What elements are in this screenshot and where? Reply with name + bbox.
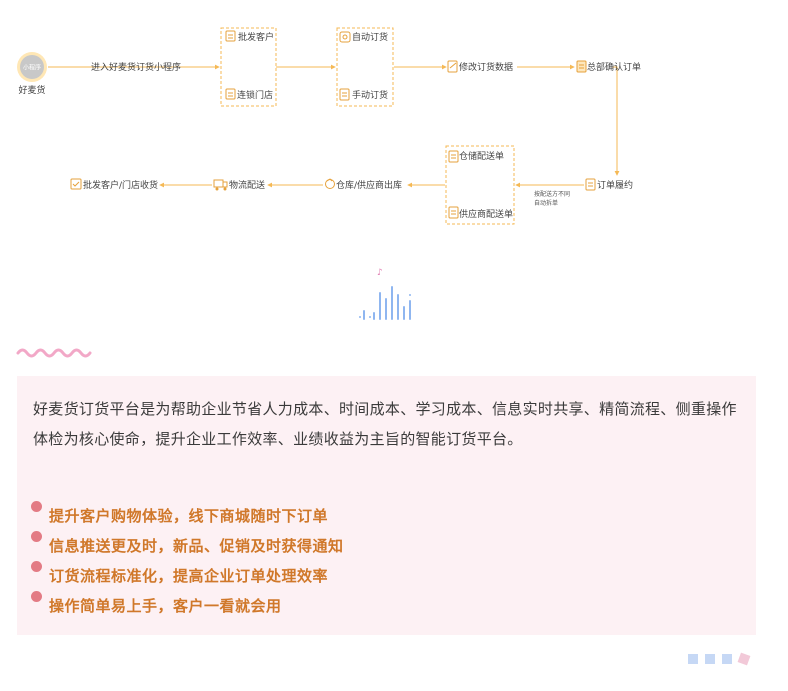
bullet-dot-icon <box>31 561 42 572</box>
feature-text: 信息推送更及时，新品、促销及时获得通知 <box>49 537 344 555</box>
wholesale-customer-icon <box>225 30 236 42</box>
split-note-line1: 按配送方不同 <box>534 190 570 198</box>
row1-connectors <box>48 64 620 188</box>
auto-order-icon <box>339 31 351 43</box>
decorative-bars: ♪ <box>357 268 421 324</box>
warehouse-out-node: 仓库/供应商出库 <box>325 178 402 191</box>
warehouse-sheet-label: 仓储配送单 <box>459 150 504 162</box>
truck-icon <box>213 179 228 191</box>
bar <box>397 294 399 320</box>
bar <box>379 292 381 320</box>
feature-text: 订货流程标准化，提高企业订单处理效率 <box>49 567 329 585</box>
logistics-label: 物流配送 <box>229 179 265 191</box>
supplier-sheet-icon <box>448 206 459 219</box>
bar <box>385 298 387 320</box>
chain-store-label: 连锁门店 <box>237 89 273 101</box>
bullet-dot-icon <box>31 531 42 542</box>
start-node: 小程序 好麦货 <box>17 52 47 96</box>
music-note-icon: ♪ <box>377 268 383 278</box>
manual-order-label: 手动订货 <box>352 89 388 101</box>
feature-text: 提升客户购物体验，线下商城随时下订单 <box>49 507 329 525</box>
bar <box>363 310 365 320</box>
order-icon <box>585 178 596 191</box>
intro-panel: 好麦货订货平台是为帮助企业节省人力成本、时间成本、学习成本、信息实时共享、精简流… <box>17 376 756 635</box>
bar <box>409 300 411 320</box>
fulfill-node: 订单履约 <box>585 178 633 191</box>
bar-dot <box>359 316 361 318</box>
document-icon <box>576 60 587 73</box>
edge-label-enter: 进入好麦货订货小程序 <box>91 61 181 73</box>
decor-square <box>705 654 715 664</box>
decor-square <box>722 654 732 664</box>
start-label: 好麦货 <box>18 84 45 96</box>
wavy-divider <box>16 348 92 358</box>
hq-confirm-label: 总部确认订单 <box>587 61 641 73</box>
edit-icon <box>447 60 458 73</box>
receive-node: 批发客户/门店收货 <box>70 178 158 191</box>
bar-dot <box>369 316 371 318</box>
decor-square <box>688 654 698 664</box>
feature-list: 提升客户购物体验，线下商城随时下订单 信息推送更及时，新品、促销及时获得通知 订… <box>31 501 344 621</box>
receive-label: 批发客户/门店收货 <box>83 179 158 191</box>
split-note-line2: 自动拆单 <box>534 199 558 207</box>
customers-box: 批发客户 连锁门店 <box>220 27 277 107</box>
bullet-dot-icon <box>31 501 42 512</box>
manual-order-icon <box>339 88 350 101</box>
feature-item: 操作简单易上手，客户一看就会用 <box>31 591 344 621</box>
fulfill-label: 订单履约 <box>597 179 633 191</box>
bar <box>403 306 405 320</box>
warehouse-sheet-icon <box>448 150 459 163</box>
warehouse-out-label: 仓库/供应商出库 <box>336 179 402 191</box>
order-modes-box: 自动订货 手动订货 <box>336 27 394 107</box>
feature-item: 订货流程标准化，提高企业订单处理效率 <box>31 561 344 591</box>
auto-order-label: 自动订货 <box>352 31 388 43</box>
bullet-dot-icon <box>31 591 42 602</box>
feature-text: 操作简单易上手，客户一看就会用 <box>49 597 282 615</box>
bar <box>391 286 393 320</box>
decor-diamond <box>737 652 751 666</box>
intro-text: 好麦货订货平台是为帮助企业节省人力成本、时间成本、学习成本、信息实时共享、精简流… <box>33 400 737 448</box>
supplier-sheet-label: 供应商配送单 <box>459 208 513 220</box>
bar <box>373 312 375 320</box>
start-badge: 小程序 <box>23 64 41 72</box>
order-flow-diagram: 小程序 好麦货 进入好麦货订货小程序 批发客户 连锁门店 <box>17 27 641 225</box>
cycle-icon <box>325 178 335 189</box>
feature-item: 提升客户购物体验，线下商城随时下订单 <box>31 501 344 531</box>
bar-dot <box>409 294 411 296</box>
modify-node: 修改订货数据 <box>447 60 513 73</box>
wholesale-customer-label: 批发客户 <box>238 31 274 43</box>
delivery-sheets-box: 仓储配送单 供应商配送单 <box>445 145 515 225</box>
receipt-icon <box>70 178 82 190</box>
hq-confirm-node: 总部确认订单 <box>576 60 641 73</box>
modify-label: 修改订货数据 <box>459 61 513 73</box>
logistics-node: 物流配送 <box>213 179 265 191</box>
feature-item: 信息推送更及时，新品、促销及时获得通知 <box>31 531 344 561</box>
chain-store-icon <box>225 88 236 100</box>
